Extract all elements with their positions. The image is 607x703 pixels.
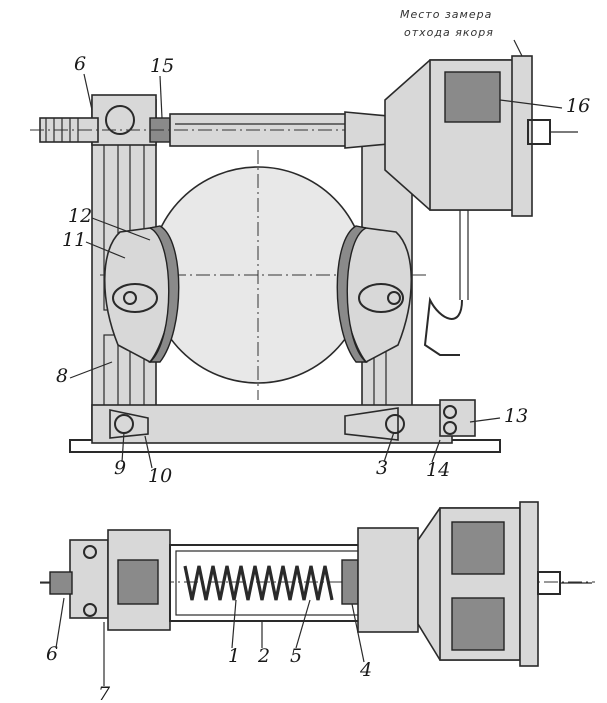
label-11: 11 (62, 229, 86, 251)
leader-12 (91, 217, 151, 241)
leader-15 (159, 75, 163, 119)
label-13: 13 (504, 405, 528, 427)
note-line-2: отхода якоря (404, 26, 494, 39)
leader-16 (499, 99, 563, 109)
label-4: 4 (359, 659, 372, 681)
leader-6b (55, 597, 65, 649)
label-6: 6 (74, 53, 86, 75)
label-1: 1 (228, 645, 240, 667)
note-line-1: Место замера (400, 8, 492, 21)
bottom-pivots (109, 399, 476, 441)
leader-9 (121, 431, 125, 463)
plan-view (40, 501, 595, 667)
leader-4 (351, 603, 365, 663)
leader-6 (83, 73, 93, 111)
label-6b: 6 (46, 643, 58, 665)
leader-1 (231, 599, 237, 649)
cable (423, 296, 463, 356)
label-15: 15 (150, 55, 174, 77)
electromagnet-top (384, 55, 578, 300)
spring (183, 565, 334, 601)
top-rod (30, 111, 440, 149)
label-12: 12 (68, 205, 92, 227)
leader-13 (469, 417, 501, 423)
label-5: 5 (290, 645, 302, 667)
label-2: 2 (257, 645, 270, 667)
top-pin-left (105, 105, 135, 135)
label-10: 10 (148, 465, 172, 487)
label-14: 14 (426, 459, 450, 481)
leader-8 (69, 361, 113, 379)
leader-10 (144, 435, 153, 469)
label-16: 16 (566, 95, 590, 117)
left-brake-shoe (103, 225, 180, 364)
leader-3 (383, 431, 395, 463)
label-7: 7 (98, 683, 111, 703)
label-3: 3 (376, 457, 388, 479)
leader-14 (431, 439, 441, 463)
right-brake-shoe (336, 225, 413, 364)
label-9: 9 (114, 457, 126, 479)
label-8: 8 (56, 365, 68, 387)
leader-5 (295, 599, 311, 649)
leader-11 (85, 241, 126, 259)
